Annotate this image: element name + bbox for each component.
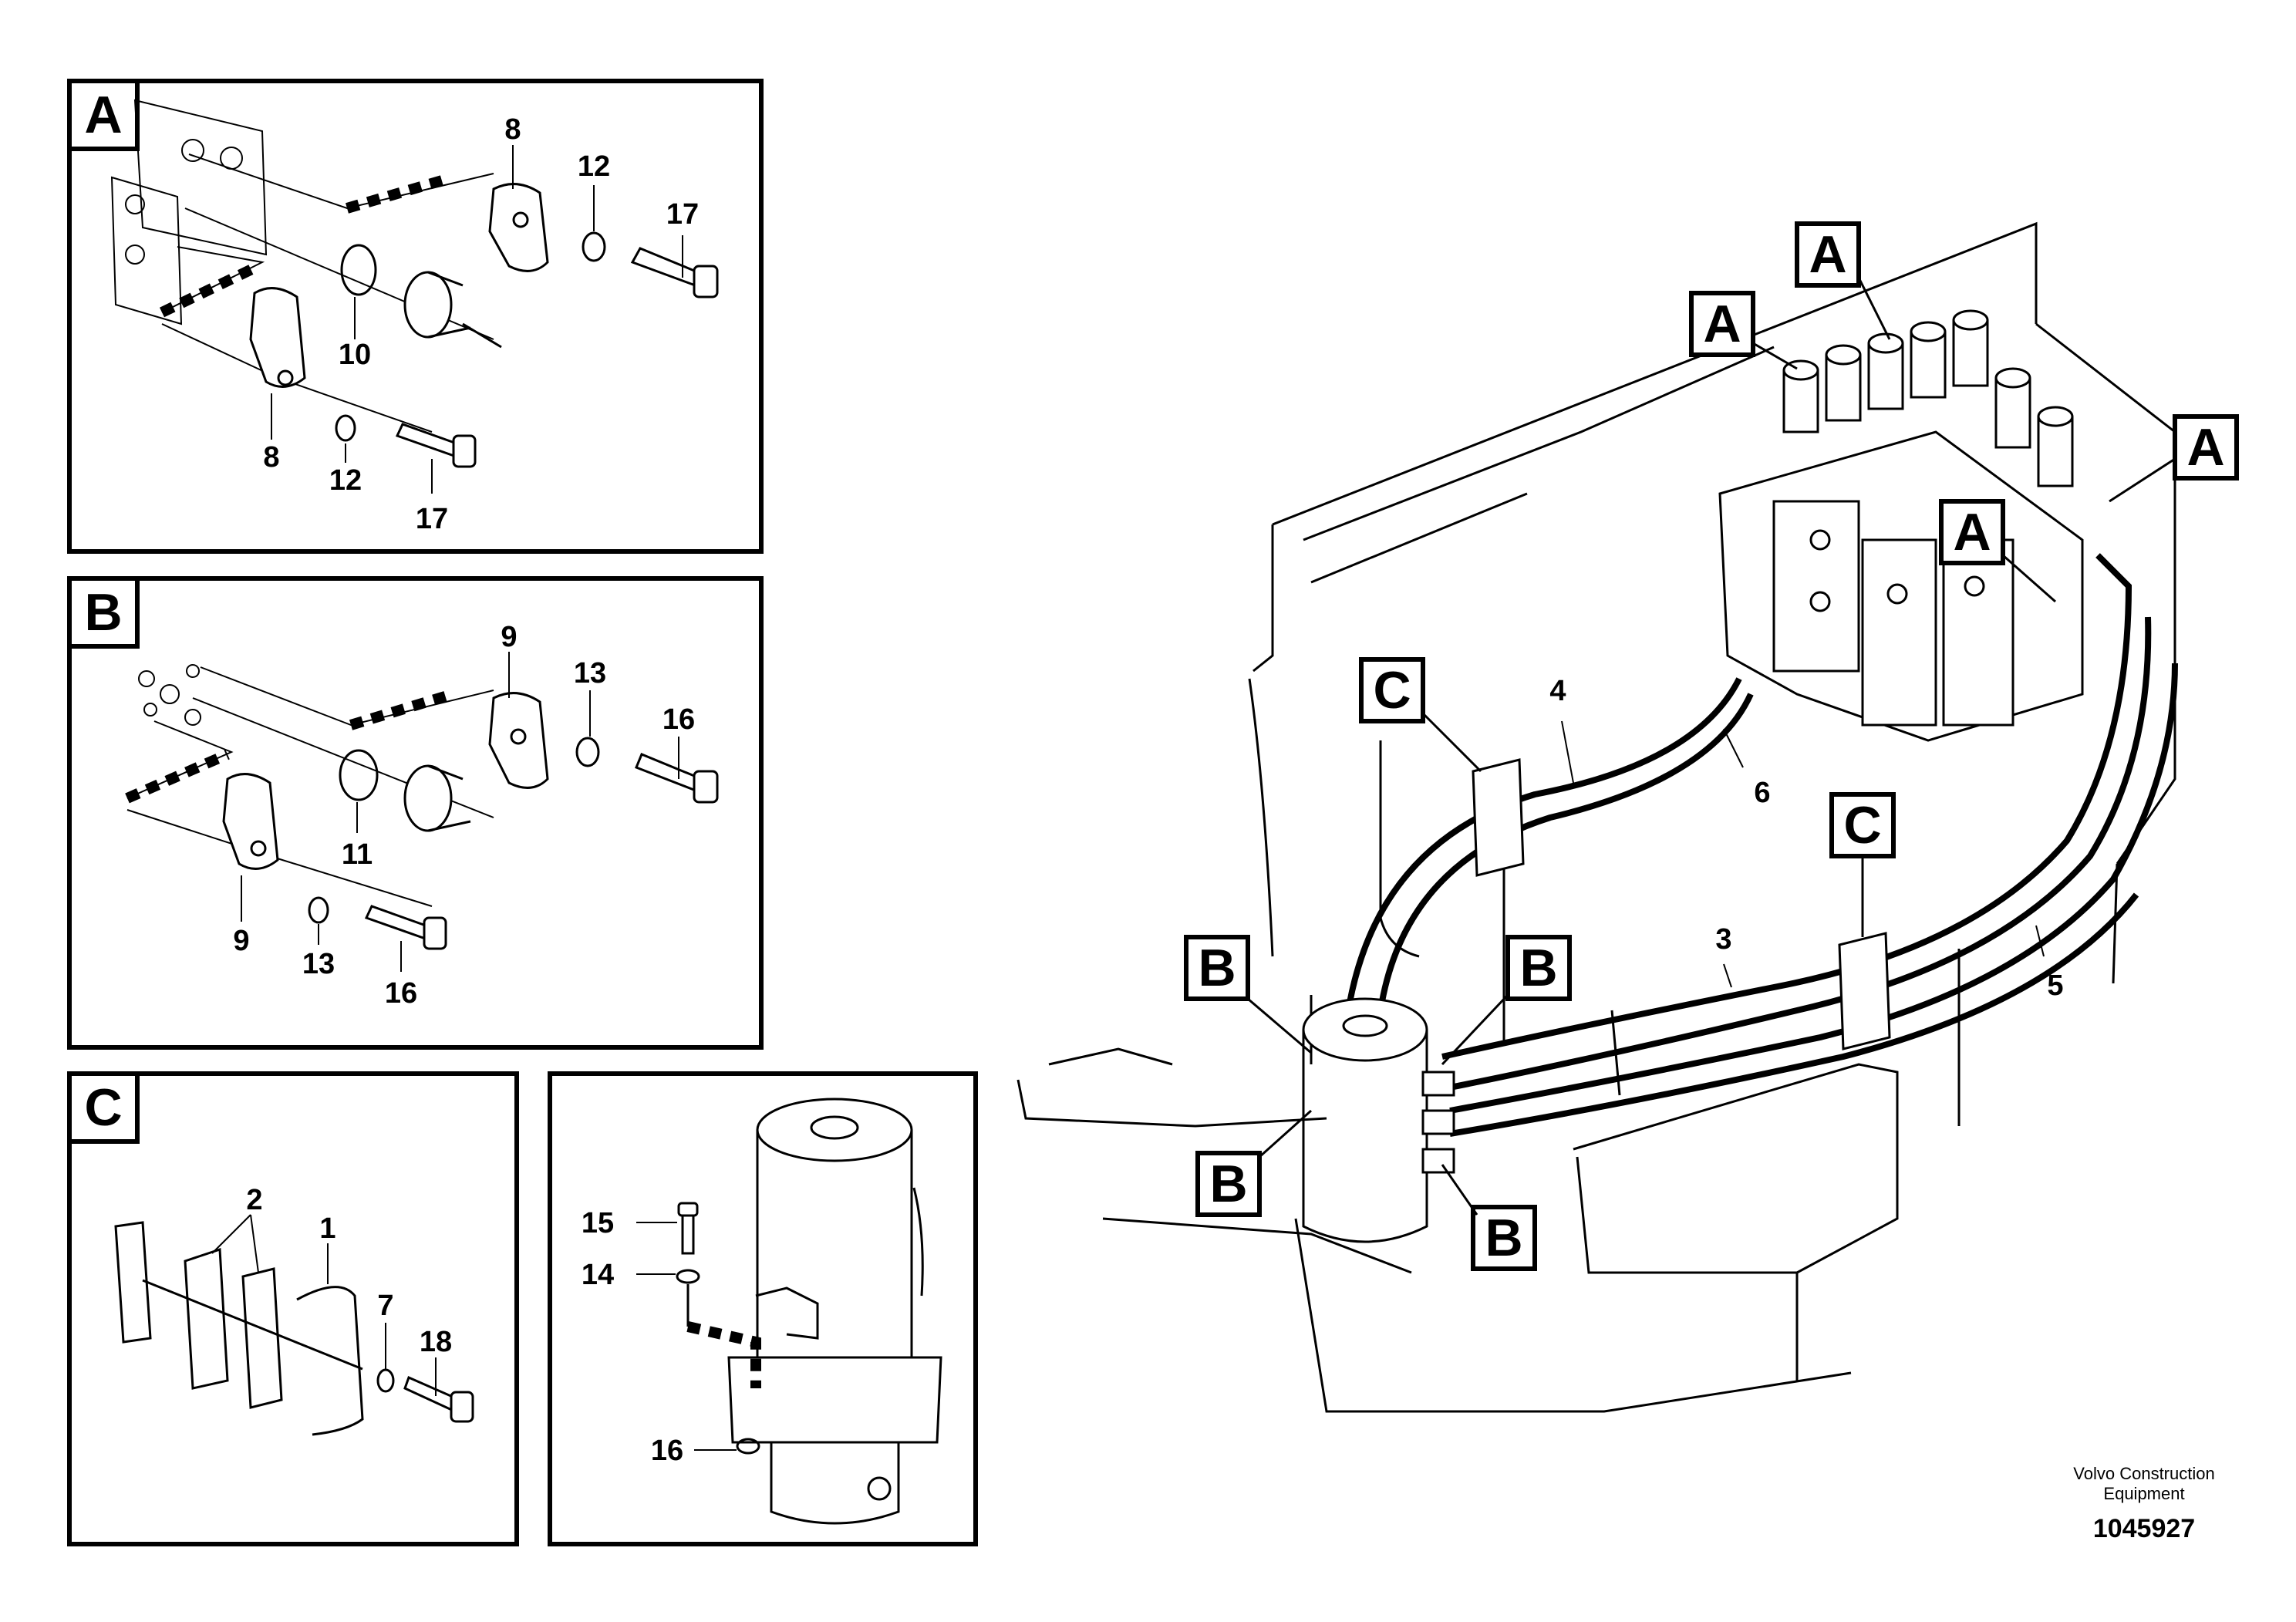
part-label: 4 xyxy=(1549,675,1566,707)
leaders-d xyxy=(636,1222,737,1451)
nut-d xyxy=(736,1438,760,1455)
hoses xyxy=(1347,553,2178,1137)
callout-b-1: B xyxy=(1184,935,1312,1054)
svg-text:A: A xyxy=(1809,225,1846,284)
part-label: 16 xyxy=(663,703,695,736)
part-label: 9 xyxy=(501,621,517,653)
svg-text:A: A xyxy=(1703,295,1741,353)
part-label: 6 xyxy=(1754,777,1770,809)
swivel-joint-drawing xyxy=(727,1098,942,1525)
control-valve xyxy=(1718,309,2084,742)
svg-text:A: A xyxy=(1953,503,1991,561)
panel-b-letter-box xyxy=(67,576,140,649)
callout-b-2: B xyxy=(1441,935,1572,1066)
washer-b-bottom xyxy=(308,896,329,924)
part-label: 5 xyxy=(2047,969,2063,1002)
leaders-a xyxy=(271,145,683,494)
part-label: 12 xyxy=(329,464,362,497)
flange-half-b-bottom xyxy=(222,773,279,870)
part-label: 13 xyxy=(574,657,606,690)
o-ring-b xyxy=(339,749,379,801)
callout-a-4: A xyxy=(1939,499,2056,603)
svg-text:C: C xyxy=(1373,661,1411,720)
screw-b-bottom xyxy=(364,905,447,950)
part-label: 8 xyxy=(504,113,521,146)
svg-text:B: B xyxy=(1209,1155,1247,1213)
callout-b-3: B xyxy=(1195,1109,1313,1217)
part-label: 16 xyxy=(651,1435,683,1467)
part-label: 17 xyxy=(666,198,699,231)
brand-line-1: Volvo Construction xyxy=(2073,1464,2214,1483)
part-label: 9 xyxy=(233,925,249,957)
part-label: 11 xyxy=(342,838,373,871)
screw-b-top xyxy=(635,753,719,804)
callout-c-2: C xyxy=(1829,792,1896,937)
screw-a-bottom xyxy=(395,423,477,468)
part-label: 12 xyxy=(578,150,610,183)
svg-text:B: B xyxy=(1519,939,1557,997)
washer-a-top xyxy=(582,231,606,262)
part-label: 8 xyxy=(263,441,279,474)
panel-a-letter: A xyxy=(84,86,122,144)
flange-half-a-top xyxy=(488,183,549,272)
washer-b-top xyxy=(575,737,600,767)
washer-a-bottom xyxy=(335,414,356,442)
hose-clamp-lower xyxy=(1838,932,1891,1050)
svg-text:B: B xyxy=(1198,939,1236,997)
svg-text:A: A xyxy=(2186,418,2224,477)
part-label: 1 xyxy=(319,1212,335,1245)
upper-frame xyxy=(1017,221,2176,1413)
svg-text:C: C xyxy=(1843,796,1881,855)
o-ring-a xyxy=(340,244,377,296)
valve-block-a xyxy=(110,99,268,325)
detail-panel-c: C 2 1 7 18 xyxy=(67,1071,519,1546)
brand-line-2: Equipment xyxy=(2103,1484,2184,1503)
callout-a-1: A xyxy=(1689,291,1798,370)
panel-a-letter-box xyxy=(67,79,140,151)
leaders-main xyxy=(1561,720,2045,988)
panel-c-letter: C xyxy=(84,1078,122,1137)
part-label: 17 xyxy=(416,503,448,535)
part-label: 15 xyxy=(582,1207,614,1239)
leaders-b xyxy=(241,652,679,972)
hose-clamp-upper xyxy=(1472,758,1525,877)
part-label: 3 xyxy=(1715,923,1731,956)
bolt-d xyxy=(676,1202,700,1327)
part-label: 13 xyxy=(302,948,335,980)
callout-b-4: B xyxy=(1441,1164,1537,1271)
screw-a-top xyxy=(630,247,719,298)
part-label: 14 xyxy=(582,1259,614,1291)
footer-brand: Volvo Construction Equipment 1045927 xyxy=(2073,1464,2214,1543)
bolt-holes-b xyxy=(138,664,201,726)
part-label: 18 xyxy=(420,1326,452,1358)
hose-nipple-b xyxy=(403,764,471,832)
panel-c-letter-box xyxy=(67,1071,140,1144)
detail-panel-b: B xyxy=(67,576,764,1050)
flange-half-a-bottom xyxy=(249,287,306,388)
document-number: 1045927 xyxy=(2093,1514,2195,1543)
leaders-c xyxy=(211,1214,437,1396)
callout-a-2: A xyxy=(1795,221,1891,340)
panel-b-letter: B xyxy=(84,583,122,642)
part-label: 10 xyxy=(339,339,371,371)
detail-panel-swivel: 15 14 16 xyxy=(548,1071,978,1546)
hose-nipple-a xyxy=(403,271,502,349)
part-label: 2 xyxy=(246,1184,262,1216)
main-assembly: A A A A C C B xyxy=(1017,221,2239,1413)
detail-panel-a: A xyxy=(67,79,764,554)
callout-c-1: C xyxy=(1359,657,1482,773)
part-label: 16 xyxy=(385,977,417,1010)
svg-text:B: B xyxy=(1485,1209,1522,1267)
clamp-parts-c xyxy=(114,1221,474,1436)
callout-a-3: A xyxy=(2109,414,2239,503)
center-swivel-joint xyxy=(1302,997,1455,1243)
part-label: 7 xyxy=(377,1290,393,1322)
